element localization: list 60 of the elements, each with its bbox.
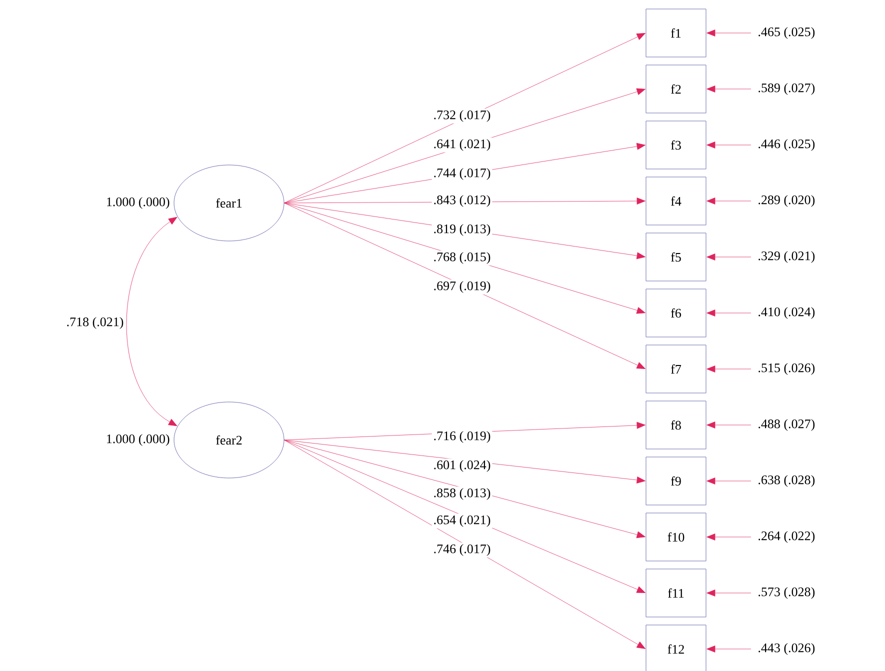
observed-variable-box: f9 [646,456,706,506]
edge-label: .819 (.013) [434,224,490,236]
edge-label: .654 (.021) [434,515,490,527]
edge-label: .768 (.015) [434,252,490,264]
edge-label: .718 (.021) [67,317,124,329]
edge-label: .601 (.024) [434,460,490,472]
arrow [706,366,752,372]
edge-label: .515 (.026) [758,363,815,375]
observed-variable-box: f3 [646,120,706,170]
edge-label: .716 (.019) [434,431,490,443]
arrow [126,216,178,426]
observed-variable-box: f12 [646,624,706,671]
observed-variable-box: f2 [646,64,706,114]
edge-label: .746 (.017) [434,544,490,556]
observed-variable-box: f6 [646,288,706,338]
observed-variable-box: f8 [646,400,706,450]
arrow [706,422,752,428]
edge-label: .329 (.021) [758,251,815,263]
arrow [284,440,646,484]
edge-label: .446 (.025) [758,139,815,151]
observed-variable-box: f1 [646,8,706,58]
arrow [284,88,646,204]
arrow [284,440,646,649]
arrow [706,198,752,204]
arrow [706,590,752,596]
arrow [284,202,646,369]
observed-variable-box: f10 [646,512,706,562]
edge-label: .443 (.026) [758,643,815,655]
arrow [706,142,752,148]
edge-label: .573 (.028) [758,587,815,599]
arrow [706,534,752,540]
observed-variable-box: f7 [646,344,706,394]
edge-label: .843 (.012) [434,195,490,207]
arrow [706,478,752,484]
edge-label: .744 (.017) [434,168,490,180]
edge-label: .465 (.025) [758,27,815,39]
arrow [284,33,646,204]
edge-label: .589 (.027) [758,83,815,95]
observed-variable-box: f5 [646,232,706,282]
arrow [284,440,646,538]
arrow [706,646,752,652]
edge-label: .858 (.013) [434,488,490,500]
edge-label: .264 (.022) [758,531,815,543]
observed-variable-box: f4 [646,176,706,226]
variance-label: 1.000 (.000) [107,197,170,209]
edge-label: .638 (.028) [758,475,815,487]
edge-label: .410 (.024) [758,307,815,319]
arrow [706,86,752,92]
arrow [706,254,752,260]
arrow [706,310,752,316]
arrow [284,440,646,593]
edge-label: .488 (.027) [758,419,815,431]
edge-label: .697 (.019) [434,281,490,293]
edge-label: .641 (.021) [434,139,490,151]
arrow [284,202,646,314]
variance-label: 1.000 (.000) [107,434,170,446]
arrow [706,30,752,36]
observed-variable-box: f11 [646,568,706,618]
edge-label: .732 (.017) [434,110,490,122]
edge-label: .289 (.020) [758,195,815,207]
